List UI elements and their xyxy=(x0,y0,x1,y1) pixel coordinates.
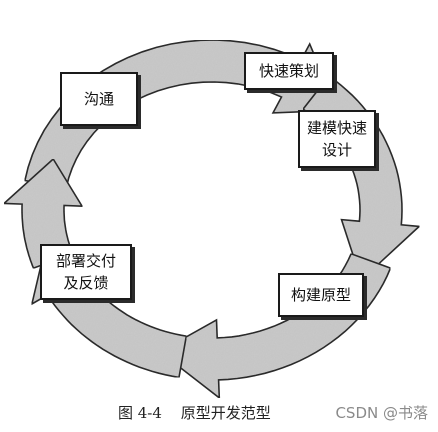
arrow-to-design xyxy=(301,74,422,282)
step-design-label-line2: 设计 xyxy=(321,141,352,159)
step-communicate: 沟通 xyxy=(60,72,138,126)
figure-caption: 图 4-4 原型开发范型 xyxy=(118,402,271,423)
step-build-prototype: 构建原型 xyxy=(278,273,364,317)
step-quick-plan: 快速策划 xyxy=(244,52,334,90)
watermark: CSDN @书落 xyxy=(335,404,428,422)
figure-number: 图 4-4 xyxy=(118,404,162,422)
arrow-to-communicate xyxy=(2,157,84,270)
step-deploy-label-line2: 及反馈 xyxy=(63,274,109,292)
step-design-label-line1: 建模快速 xyxy=(306,119,367,137)
step-deploy-feedback: 部署交付 及反馈 xyxy=(40,244,132,300)
step-modeling-quick-design: 建模快速 设计 xyxy=(298,110,376,168)
step-build-label: 构建原型 xyxy=(290,286,351,304)
step-communicate-label: 沟通 xyxy=(83,90,114,108)
step-deploy-label-line1: 部署交付 xyxy=(55,252,116,270)
step-quick-plan-label: 快速策划 xyxy=(258,62,319,80)
figure-title: 原型开发范型 xyxy=(180,404,271,422)
